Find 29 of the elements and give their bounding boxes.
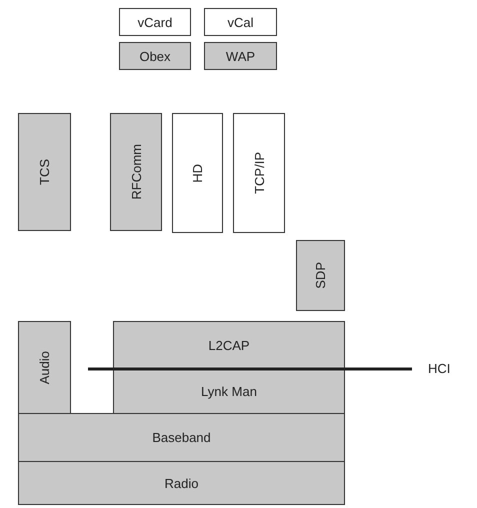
layer-label: Obex — [139, 48, 171, 64]
layer-box — [113, 368, 345, 414]
layer-box — [110, 113, 162, 231]
layer-label: SDP — [313, 262, 328, 289]
layer-label: L2CAP — [208, 338, 250, 352]
layer-box — [233, 113, 285, 233]
interface-label: HCI — [428, 361, 450, 376]
layer-box — [204, 8, 277, 36]
layer-box — [113, 321, 345, 369]
layer-box — [18, 413, 345, 462]
layer-box — [18, 461, 345, 505]
layer-label: Baseband — [152, 430, 211, 445]
layer-label: Radio — [164, 476, 198, 490]
layer-box — [119, 42, 191, 70]
layer-label: TCS — [37, 159, 52, 185]
layer-label: RFComm — [128, 144, 144, 200]
layer-box — [18, 113, 71, 231]
layer-box — [18, 321, 71, 414]
layer-box — [119, 8, 191, 36]
layer-box — [172, 113, 223, 233]
layer-box — [204, 42, 277, 70]
layer-label: HD — [190, 164, 205, 182]
layer-label: Lynk Man — [201, 384, 257, 398]
layer-label: WAP — [226, 48, 256, 64]
layer-label: Audio — [37, 350, 52, 384]
layer-label: vCard — [138, 14, 172, 30]
layer-box — [296, 240, 345, 311]
layer-label: TCP/IP — [252, 152, 266, 194]
layer-label: vCal — [227, 14, 254, 30]
